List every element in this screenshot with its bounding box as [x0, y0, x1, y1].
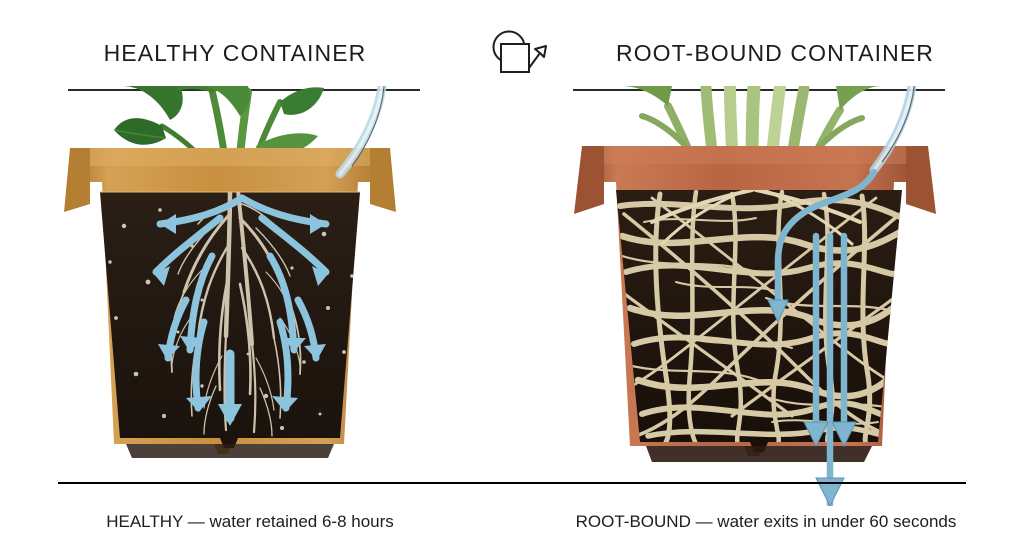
root-bound-container-illustration: [556, 86, 976, 506]
drain-arrows-right: [774, 168, 878, 506]
right-panel-title: ROOT-BOUND CONTAINER: [615, 40, 935, 66]
water-stream-left: [335, 86, 387, 179]
water-flow-arrowheads-left: [154, 214, 328, 426]
drain-arrowheads-right: [767, 299, 857, 506]
left-panel-title: HEALTHY CONTAINER: [103, 40, 367, 66]
left-panel-caption: HEALTHY — water retained 6-8 hours: [106, 512, 394, 531]
watering-can-icon: [482, 28, 548, 74]
healthy-container-illustration: [52, 86, 432, 486]
water-stream-right: [869, 86, 917, 175]
right-panel-caption: ROOT-BOUND — water exits in under 60 sec…: [575, 512, 957, 531]
ground-baseline: [58, 482, 966, 484]
